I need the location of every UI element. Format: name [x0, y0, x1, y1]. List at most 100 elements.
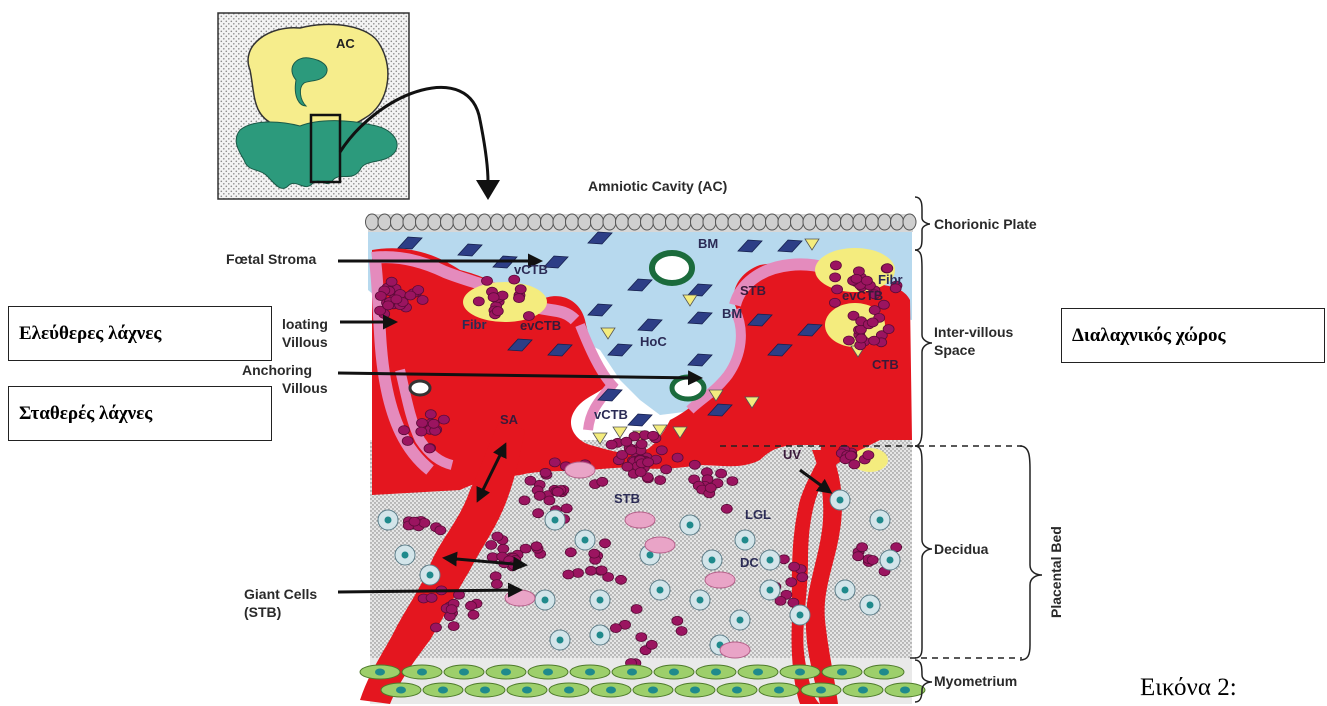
trophoblast-cell: [646, 640, 657, 649]
decidual-nucleus: [737, 617, 744, 624]
trophoblast-cell: [519, 496, 530, 505]
trophoblast-cell: [863, 451, 874, 460]
decidual-nucleus: [647, 552, 654, 559]
chorionic-brace: [915, 197, 930, 250]
stromal-cell: [628, 414, 652, 426]
chorionic-cell: [603, 214, 616, 230]
fibr-right-label: Fibr: [878, 272, 903, 287]
trophoblast-cell: [561, 504, 572, 513]
chorionic-cell: [716, 214, 729, 230]
chorionic-cell: [803, 214, 816, 230]
uv-label: UV: [783, 447, 801, 462]
chorionic-cell: [691, 214, 704, 230]
fetal-vessel-mid: [672, 377, 704, 399]
chorionic-cell: [678, 214, 691, 230]
decidual-nucleus: [687, 522, 694, 529]
trophoblast-cell: [486, 541, 497, 550]
trophoblast-cell: [492, 532, 503, 541]
sa-label: SA: [500, 412, 518, 427]
trophoblast-cell: [621, 437, 632, 446]
trophoblast-cell: [853, 552, 864, 561]
chorionic-cell: [578, 214, 591, 230]
inset-overview: AC: [218, 13, 500, 200]
decidua-brace: [915, 446, 932, 658]
trophoblast-cell: [431, 623, 442, 632]
trophoblast-cell: [600, 539, 611, 548]
trophoblast-cell: [832, 285, 843, 294]
trophoblast-cell: [786, 578, 797, 587]
trophoblast-cell: [375, 292, 386, 301]
trophoblast-cell: [482, 276, 493, 285]
decidual-nucleus: [582, 537, 589, 544]
smooth-muscle-nucleus: [837, 669, 847, 676]
chorionic-cell: [728, 214, 741, 230]
chorionic-cell: [641, 214, 654, 230]
intervillous-label-1: Inter-villous: [934, 324, 1013, 340]
decidual-nucleus: [557, 637, 564, 644]
chorionic-cell: [491, 214, 504, 230]
smooth-muscle-nucleus: [795, 669, 805, 676]
fetal-vessel-left: [410, 381, 430, 395]
trophoblast-cell: [849, 460, 860, 469]
decidual-nucleus: [385, 517, 392, 524]
chorionic-cell: [553, 214, 566, 230]
trophoblast-cell: [492, 307, 503, 316]
lgl-label: LGL: [745, 507, 771, 522]
giant-cells-label-1: Giant Cells: [244, 586, 317, 602]
trophoblast-cell: [446, 605, 457, 614]
trophoblast-cell: [635, 468, 646, 477]
decidual-nucleus: [837, 497, 844, 504]
trophoblast-cell: [466, 601, 477, 610]
chorionic-cell: [528, 214, 541, 230]
chorionic-cell: [866, 214, 879, 230]
trophoblast-cell: [416, 427, 427, 436]
trophoblast-cell: [622, 462, 633, 471]
chorionic-cell: [478, 214, 491, 230]
chorionic-cell: [816, 214, 829, 230]
trophoblast-cell: [552, 487, 563, 496]
smooth-muscle-nucleus: [627, 669, 637, 676]
trophoblast-cell: [515, 285, 526, 294]
trophoblast-cell: [563, 570, 574, 579]
chorionic-cell: [703, 214, 716, 230]
trophoblast-cell: [448, 622, 459, 631]
trophoblast-cell: [716, 469, 727, 478]
placental-bed-label: Placental Bed: [1048, 526, 1064, 618]
chorionic-cell: [891, 214, 904, 230]
giant-cell: [565, 462, 595, 478]
smooth-muscle-nucleus: [648, 687, 658, 694]
chorionic-cell: [428, 214, 441, 230]
trophoblast-cell: [473, 297, 484, 306]
trophoblast-cell: [856, 334, 867, 343]
smooth-muscle-nucleus: [732, 687, 742, 694]
trophoblast-cell: [610, 624, 621, 633]
decidual-nucleus: [877, 517, 884, 524]
chorionic-cell: [453, 214, 466, 230]
trophoblast-cell: [636, 440, 647, 449]
placental-bed-brace: [1020, 446, 1042, 660]
trophoblast-cell: [656, 446, 667, 455]
decidual-nucleus: [742, 537, 749, 544]
chorionic-cell: [853, 214, 866, 230]
chorionic-cell: [903, 214, 916, 230]
trophoblast-cell: [631, 605, 642, 614]
trophoblast-cell: [797, 573, 808, 582]
trophoblast-cell: [589, 549, 600, 558]
trophoblast-cell: [861, 276, 872, 285]
floating-villous-label-1: loating: [282, 316, 328, 332]
giant-cell: [705, 572, 735, 588]
smooth-muscle-nucleus: [606, 687, 616, 694]
trophoblast-cell: [830, 261, 841, 270]
decidual-nucleus: [597, 597, 604, 604]
decidual-nucleus: [597, 632, 604, 639]
smooth-muscle-nucleus: [585, 669, 595, 676]
smooth-muscle-nucleus: [375, 669, 385, 676]
trophoblast-cell: [672, 453, 683, 462]
trophoblast-cell: [425, 410, 436, 419]
trophoblast-cell: [689, 460, 700, 469]
trophoblast-cell: [857, 543, 868, 552]
foetal-stroma-label: Fœtal Stroma: [226, 251, 316, 267]
vctb-label-top: vCTB: [514, 262, 548, 277]
trophoblast-cell: [565, 548, 576, 557]
